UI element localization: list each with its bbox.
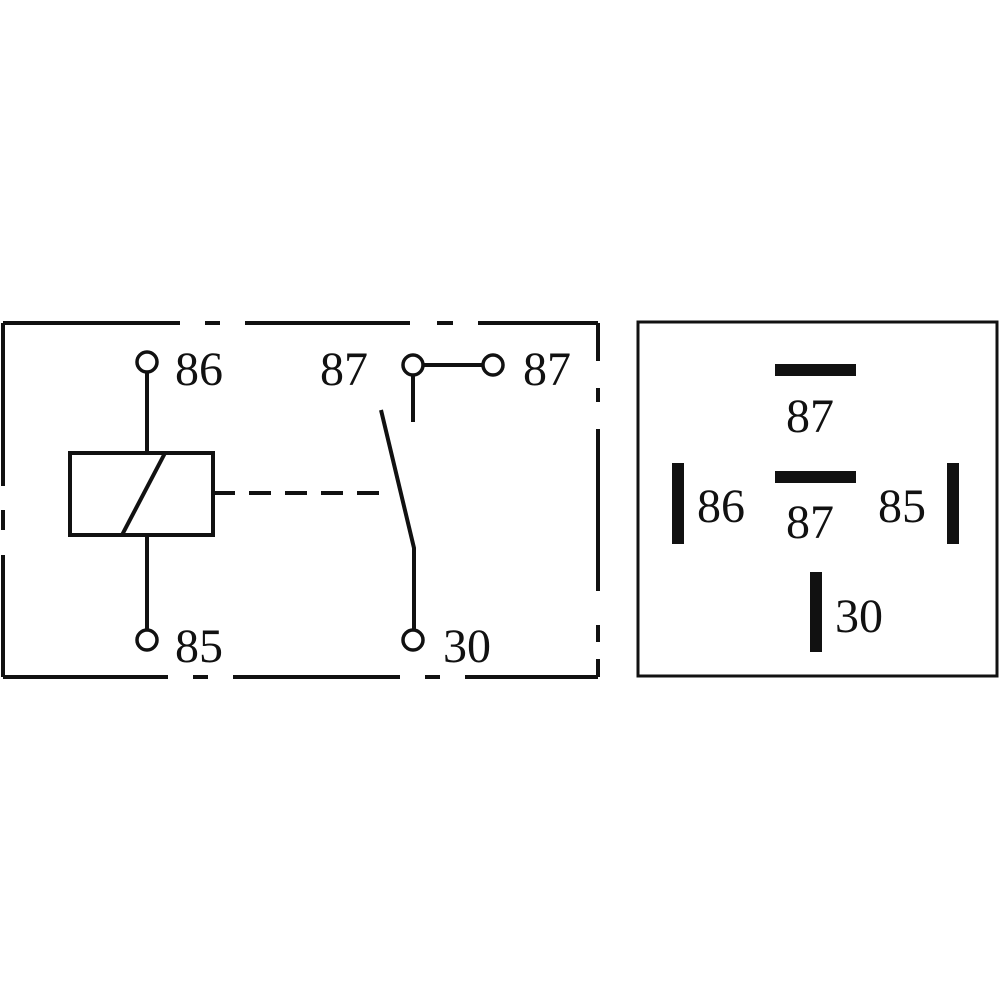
pin-label-87-center: 87: [786, 496, 834, 549]
label-87-right: 87: [523, 343, 571, 396]
switch-contact: [379, 363, 483, 630]
label-30: 30: [443, 620, 491, 673]
pinout-border: [636, 320, 999, 678]
pin-label-30: 30: [835, 590, 883, 643]
pin-label-85: 85: [878, 480, 926, 533]
label-85: 85: [175, 620, 223, 673]
schematic-panel: 86 85 87 87 30: [1, 321, 600, 679]
terminal-86: [135, 350, 159, 374]
terminal-30: [401, 628, 425, 652]
schematic-dashed-border: [1, 321, 600, 679]
pin-label-86: 86: [697, 480, 745, 533]
label-86: 86: [175, 343, 223, 396]
pinout-panel: 87 87 86 85 30: [636, 320, 999, 678]
pin-label-87-top: 87: [786, 390, 834, 443]
terminal-87: [401, 353, 425, 377]
relay-coil: [68, 372, 215, 630]
label-87-left: 87: [320, 343, 368, 396]
terminal-85: [135, 628, 159, 652]
terminal-87-bridge: [481, 353, 505, 377]
